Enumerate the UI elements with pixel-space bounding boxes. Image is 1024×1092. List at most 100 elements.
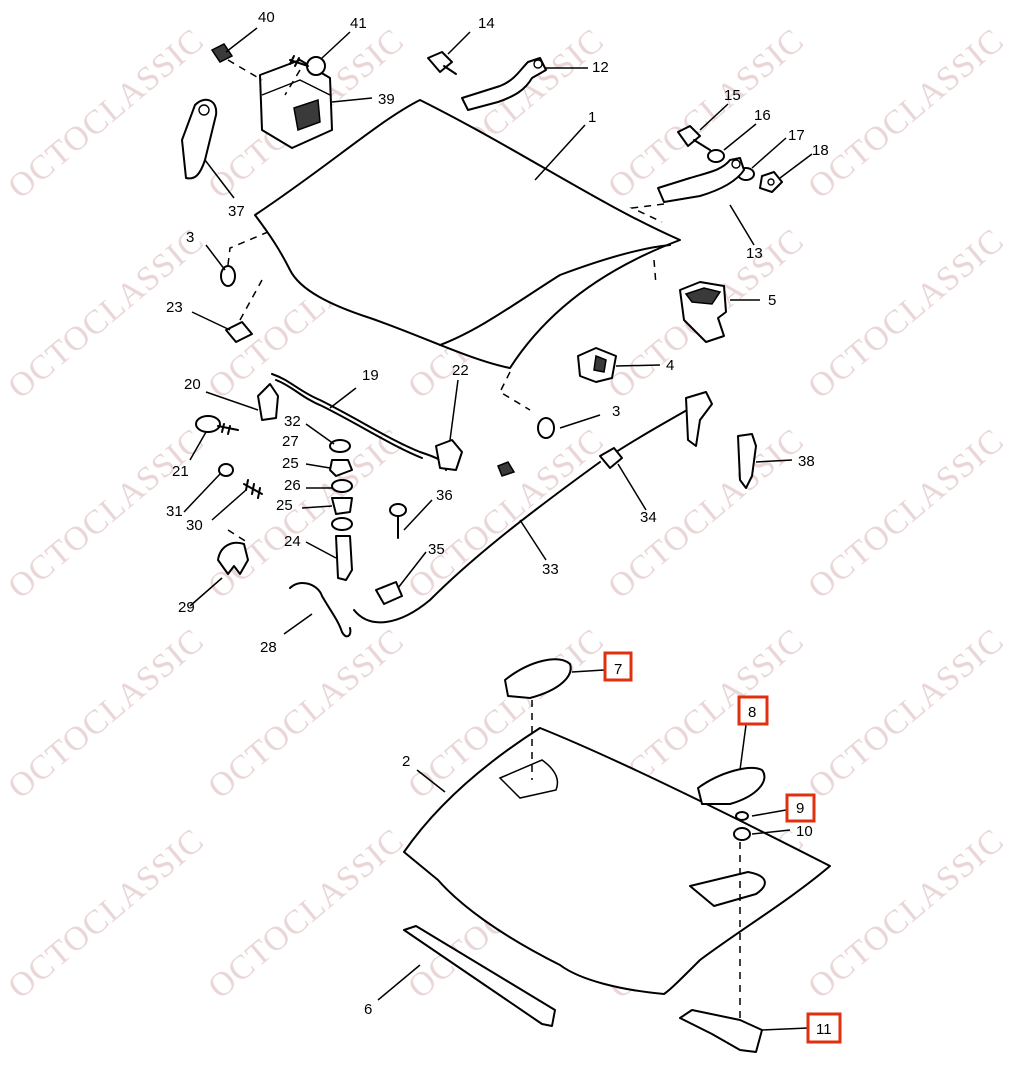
callout-19: 19 (362, 367, 379, 384)
cable-clip-35 (375, 581, 403, 605)
bolt-14 (427, 51, 457, 75)
callout-26: 26 (284, 477, 301, 494)
watermark-text: OCTOCLASSIC (1, 622, 211, 806)
callout-17: 17 (788, 127, 805, 144)
callout-41: 41 (350, 15, 367, 32)
callout-4: 4 (666, 357, 674, 374)
nut-18 (759, 171, 783, 193)
spring-30 (243, 479, 263, 499)
callout-34: 34 (640, 509, 657, 526)
small-clip (497, 461, 516, 477)
callout-38: 38 (798, 453, 815, 470)
watermark-text: OCTOCLASSIC (401, 422, 611, 606)
bracket-11 (679, 1009, 763, 1053)
hinge-bracket (259, 59, 333, 149)
highlight-box-7 (603, 651, 633, 682)
hinge-arm-left (181, 98, 218, 180)
grommet-10 (733, 827, 751, 841)
callout-1: 1 (588, 109, 596, 126)
callout-10: 10 (796, 823, 813, 840)
callout-9: 9 (796, 800, 804, 817)
lever-38 (737, 433, 757, 489)
callout-24: 24 (284, 533, 301, 550)
callout-16: 16 (754, 107, 771, 124)
watermark-text: OCTOCLASSIC (1, 22, 211, 206)
callout-2: 2 (402, 753, 410, 770)
callout-22: 22 (452, 362, 469, 379)
leader-lines (183, 27, 813, 1031)
clip-40 (210, 43, 263, 81)
cable-handle (685, 391, 713, 447)
hinge-13 (629, 157, 745, 223)
latch-5 (653, 259, 727, 343)
callout-labels: 1 2 3 3 4 5 6 7 8 9 10 11 12 13 14 15 16… (166, 9, 832, 1038)
spring-28 (289, 581, 352, 638)
cable-grommet-34 (599, 447, 623, 469)
callout-31: 31 (166, 503, 183, 520)
watermark-text: OCTOCLASSIC (801, 222, 1011, 406)
bumper-3-lower (499, 371, 555, 439)
watermark-text: OCTOCLASSIC (801, 22, 1011, 206)
watermark-text: OCTOCLASSIC (801, 422, 1011, 606)
watermark-text: OCTOCLASSIC (201, 822, 411, 1006)
callout-25: 25 (282, 455, 299, 472)
highlight-box-9 (785, 793, 816, 823)
hood-inner-panel (403, 727, 831, 995)
callout-20: 20 (184, 376, 201, 393)
watermark-text: OCTOCLASSIC (201, 622, 411, 806)
callout-33: 33 (542, 561, 559, 578)
bumper-31 (218, 463, 234, 477)
screw-36 (389, 503, 407, 539)
callout-6: 6 (364, 1001, 372, 1018)
callout-23: 23 (166, 299, 183, 316)
rod-clip-20 (257, 383, 279, 421)
hood-panel (254, 99, 681, 369)
callout-3: 3 (186, 229, 194, 246)
watermark-text: OCTOCLASSIC (601, 422, 811, 606)
highlight-box-8 (737, 695, 769, 726)
washer-16 (707, 149, 725, 163)
bolt-15 (677, 125, 711, 151)
cover-8 (697, 767, 766, 805)
striker-4 (577, 347, 617, 383)
callout-39: 39 (378, 91, 395, 108)
watermark-text: OCTOCLASSIC (201, 422, 411, 606)
highlight-boxes (603, 651, 842, 1044)
pad-23 (225, 279, 263, 343)
screw-21 (195, 415, 239, 435)
callout-40: 40 (258, 9, 275, 26)
callout-36: 36 (436, 487, 453, 504)
screw-41 (284, 55, 326, 96)
callout-14: 14 (478, 15, 495, 32)
callout-21: 21 (172, 463, 189, 480)
bumper-3-upper (220, 231, 269, 287)
rod-holder-22 (435, 439, 463, 471)
highlight-box-11 (806, 1012, 842, 1044)
watermark-text: OCTOCLASSIC (1, 822, 211, 1006)
callout-3: 3 (612, 403, 620, 420)
callout-32: 32 (284, 413, 301, 430)
callout-11: 11 (816, 1021, 832, 1038)
watermark-text: OCTOCLASSIC (801, 622, 1011, 806)
callout-12: 12 (592, 59, 609, 76)
callout-15: 15 (724, 87, 741, 104)
cover-7 (504, 658, 572, 780)
prop-stack (329, 439, 353, 581)
callout-25: 25 (276, 497, 293, 514)
washer-9 (735, 811, 749, 821)
callout-5: 5 (768, 292, 776, 309)
callout-7: 7 (614, 661, 622, 678)
bracket-29 (217, 529, 251, 575)
seal-strip-6 (403, 925, 556, 1027)
watermark-text: OCTOCLASSIC (801, 822, 1011, 1006)
callout-35: 35 (428, 541, 445, 558)
callout-8: 8 (748, 704, 756, 721)
callout-18: 18 (812, 142, 829, 159)
callout-28: 28 (260, 639, 277, 656)
callout-29: 29 (178, 599, 195, 616)
callout-30: 30 (186, 517, 203, 534)
callout-37: 37 (228, 203, 245, 220)
hinge-12 (461, 57, 547, 111)
callout-27: 27 (282, 433, 299, 450)
